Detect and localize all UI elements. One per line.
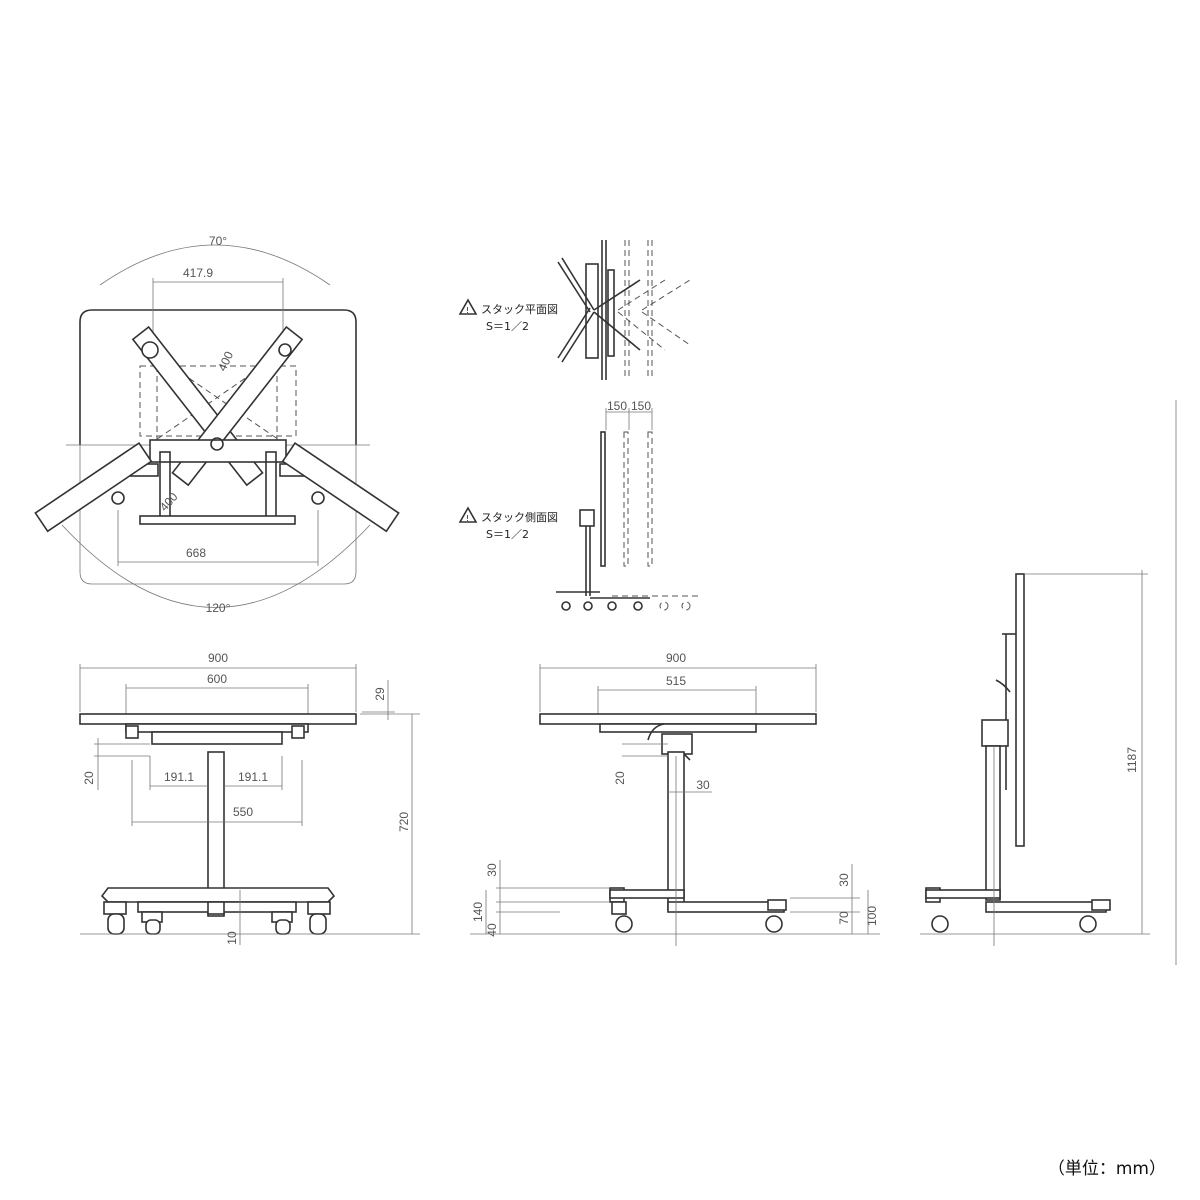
front-dim-600-label: 600 [207, 672, 227, 686]
angle-120-label: 120° [206, 601, 231, 615]
side-dim-40-label: 40 [485, 923, 499, 937]
stack-side-title: スタック側面図 [481, 511, 558, 524]
side-elevation-view: 900 515 20 30 30 140 40 [470, 651, 880, 946]
front-dim-20-label: 20 [82, 771, 96, 785]
side-dim-515-label: 515 [666, 674, 686, 688]
front-dim-10-label: 10 [225, 931, 239, 945]
stack-plan-scale: S＝1／2 [486, 320, 529, 333]
unit-label: （単位：mm） [1047, 1159, 1166, 1179]
front-elevation-view: 900 600 29 20 191.1 191.1 550 [79, 651, 420, 945]
front-dim-191a-label: 191.1 [164, 770, 194, 784]
svg-text:!: ! [466, 306, 469, 315]
dim-400a-label: 400 [215, 349, 236, 373]
side-dim-100-label: 100 [865, 906, 879, 926]
stack-plan-view: ! スタック平面図 S＝1／2 [458, 240, 691, 380]
warning-icon: ! [458, 298, 478, 315]
folded-dim-1187-label: 1187 [1125, 747, 1139, 773]
top-plan-view: 70° 120° 417.9 668 400 [34, 234, 400, 615]
angle-70-label: 70° [209, 234, 227, 248]
side-dim-140-label: 140 [471, 902, 485, 922]
front-dim-720-label: 720 [397, 812, 411, 832]
warning-icon: ! [458, 506, 478, 523]
dim-150a-label: 150 [607, 399, 627, 413]
dim-150b-label: 150 [631, 399, 651, 413]
side-dim-30a-label: 30 [485, 863, 499, 877]
side-dim-30-label: 30 [696, 778, 710, 792]
folded-elevation-view: 1187 [920, 570, 1150, 946]
stack-plan-title: スタック平面図 [481, 303, 558, 316]
stack-side-view: 150 150 ! スタック側面図 S＝1／2 [458, 399, 700, 611]
side-dim-70-label: 70 [837, 911, 851, 925]
dim-668-label: 668 [186, 546, 206, 560]
side-dim-900-label: 900 [666, 651, 686, 665]
front-dim-900-label: 900 [208, 651, 228, 665]
side-dim-20-label: 20 [613, 771, 627, 785]
stack-side-scale: S＝1／2 [486, 528, 529, 541]
front-dim-191b-label: 191.1 [238, 770, 268, 784]
svg-text:!: ! [466, 514, 469, 523]
front-dim-550-label: 550 [233, 805, 253, 819]
dim-417-label: 417.9 [183, 266, 213, 280]
side-dim-30b-label: 30 [837, 873, 851, 887]
front-dim-29-label: 29 [373, 687, 387, 701]
